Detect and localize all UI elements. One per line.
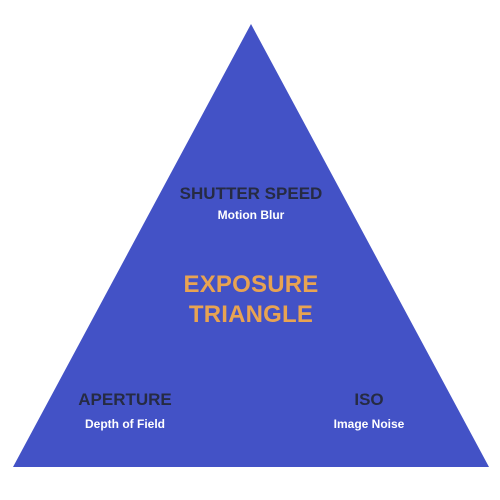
iso-title: ISO xyxy=(354,390,384,409)
shutter-speed-subtitle: Motion Blur xyxy=(217,208,285,222)
iso-subtitle: Image Noise xyxy=(333,417,405,431)
iso-group: ISO Image Noise xyxy=(308,390,430,432)
center-title: EXPOSURE TRIANGLE xyxy=(150,270,352,330)
shutter-speed-title: SHUTTER SPEED xyxy=(179,184,323,203)
shutter-speed-group: SHUTTER SPEED Motion Blur xyxy=(150,184,352,223)
center-title-line-1: EXPOSURE xyxy=(183,271,319,298)
triangle-shape xyxy=(13,24,489,467)
aperture-title: APERTURE xyxy=(78,390,172,409)
aperture-group: APERTURE Depth of Field xyxy=(50,390,200,432)
center-title-line-2: TRIANGLE xyxy=(188,301,314,328)
aperture-subtitle: Depth of Field xyxy=(85,417,165,431)
